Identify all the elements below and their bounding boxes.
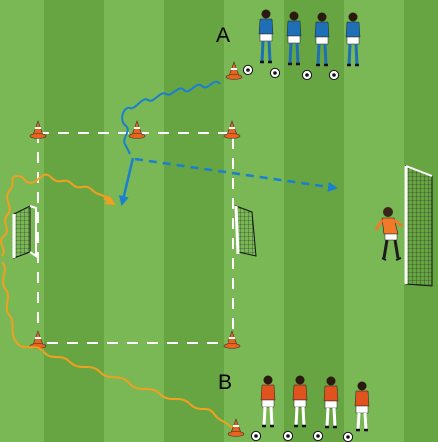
group-a-label: A <box>216 24 230 47</box>
ball <box>250 430 262 442</box>
ball <box>282 430 294 442</box>
ball <box>312 430 324 442</box>
ball <box>269 67 281 79</box>
blue-shot-arrow-dashed <box>134 157 338 192</box>
blue-dribble-path <box>121 80 221 155</box>
player-b <box>292 375 308 428</box>
group-b-label: B <box>218 371 232 394</box>
ball <box>328 69 340 81</box>
player-a <box>314 12 330 67</box>
small-goal-right <box>234 205 257 257</box>
orange-run-path-lower <box>1 261 233 429</box>
team-a-players <box>258 9 361 67</box>
blue-pass-arrow-short <box>118 157 135 206</box>
orange-run-path-upper <box>0 173 113 257</box>
player-a <box>345 12 361 67</box>
player-b <box>323 376 339 429</box>
player-a <box>258 9 274 64</box>
player-a <box>286 11 302 66</box>
goalkeeper <box>374 207 403 261</box>
drill-area-dashed-square <box>37 132 234 344</box>
ball <box>301 69 313 81</box>
ball <box>342 431 354 442</box>
small-goal-left <box>12 205 37 259</box>
team-b-players <box>260 375 370 432</box>
orange-run-arrow-upper <box>103 195 116 206</box>
player-b <box>260 375 276 428</box>
large-goal <box>404 165 433 287</box>
player-b <box>354 381 370 432</box>
ball <box>242 64 254 76</box>
